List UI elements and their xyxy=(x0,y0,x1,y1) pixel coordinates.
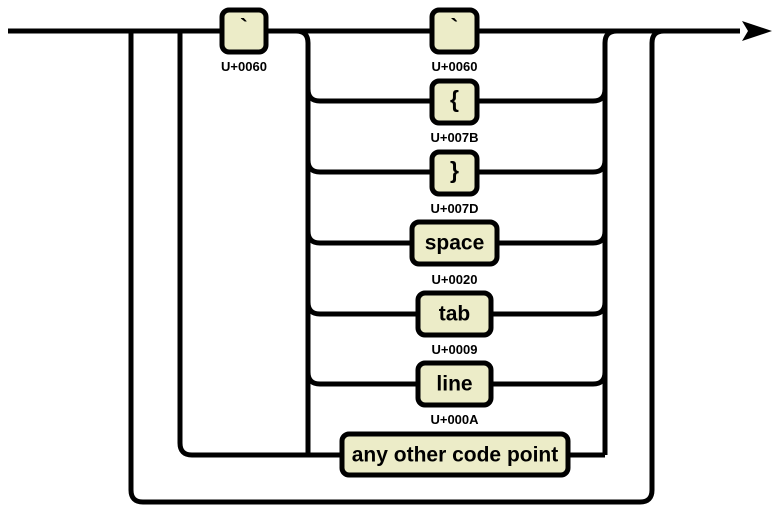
branch-collector-right xyxy=(602,28,618,455)
terminal-label-line: line xyxy=(436,373,472,396)
terminal-box-any-other-code-point[interactable] xyxy=(339,431,571,478)
branch-in-space xyxy=(305,230,412,246)
outer-loop-path xyxy=(128,28,665,505)
terminal-box-left-brace[interactable] xyxy=(429,78,480,126)
branch-out-tab xyxy=(491,301,608,317)
inner-loop-path xyxy=(177,31,605,458)
branch-in-tab xyxy=(305,301,418,317)
terminal-box-prefix-backtick[interactable] xyxy=(219,7,269,55)
branch-distributor-left xyxy=(295,28,311,455)
branch-row-tab: tab U+0009 xyxy=(305,290,608,357)
branch-out-right-brace xyxy=(477,159,608,175)
terminal-code-tab: U+0009 xyxy=(432,342,478,357)
inner-loop-rail xyxy=(177,31,605,458)
branch-row-any-other-code-point: any other code point xyxy=(308,431,605,478)
terminal-label-left-brace: { xyxy=(450,86,459,112)
terminal-box-tab[interactable] xyxy=(415,290,494,338)
terminal-box-backtick[interactable] xyxy=(429,7,480,55)
branch-in-right-brace xyxy=(305,159,432,175)
terminal-label-tab: tab xyxy=(439,303,471,326)
terminal-code-space: U+0020 xyxy=(432,272,478,287)
branch-row-line: line U+000A xyxy=(305,360,608,427)
exit-arrow-icon xyxy=(742,21,772,41)
terminal-label-prefix-backtick: ` xyxy=(240,14,248,40)
branch-in-line xyxy=(305,371,418,387)
branch-in-left-brace xyxy=(305,88,432,104)
terminal-box-right-brace[interactable] xyxy=(429,149,480,197)
terminal-code-right-brace: U+007D xyxy=(430,201,478,216)
terminal-label-space: space xyxy=(425,232,485,255)
branch-row-left-brace: { U+007B xyxy=(305,78,608,145)
terminal-label-right-brace: } xyxy=(450,157,459,183)
terminal-code-line: U+000A xyxy=(430,412,479,427)
terminal-box-line[interactable] xyxy=(415,360,494,408)
branch-row-space: space U+0020 xyxy=(305,219,608,287)
terminal-label-backtick: ` xyxy=(451,14,459,40)
branch-row-right-brace: } U+007D xyxy=(305,149,608,216)
terminal-code-left-brace: U+007B xyxy=(430,130,478,145)
right-collector-path xyxy=(602,28,618,455)
branch-row-backtick: ` U+0060 xyxy=(308,7,605,74)
outer-loop-rail xyxy=(128,28,665,505)
terminal-code-prefix-backtick: U+0060 xyxy=(221,59,267,74)
prefix-terminal-backtick: ` U+0060 xyxy=(219,7,269,74)
branch-out-left-brace xyxy=(477,88,608,104)
terminal-box-space[interactable] xyxy=(409,219,500,267)
branch-out-space xyxy=(497,230,608,246)
left-distributor-path xyxy=(295,28,311,455)
terminal-code-backtick: U+0060 xyxy=(432,59,478,74)
branch-out-line xyxy=(491,371,608,387)
terminal-label-any-other-code-point: any other code point xyxy=(352,444,559,467)
